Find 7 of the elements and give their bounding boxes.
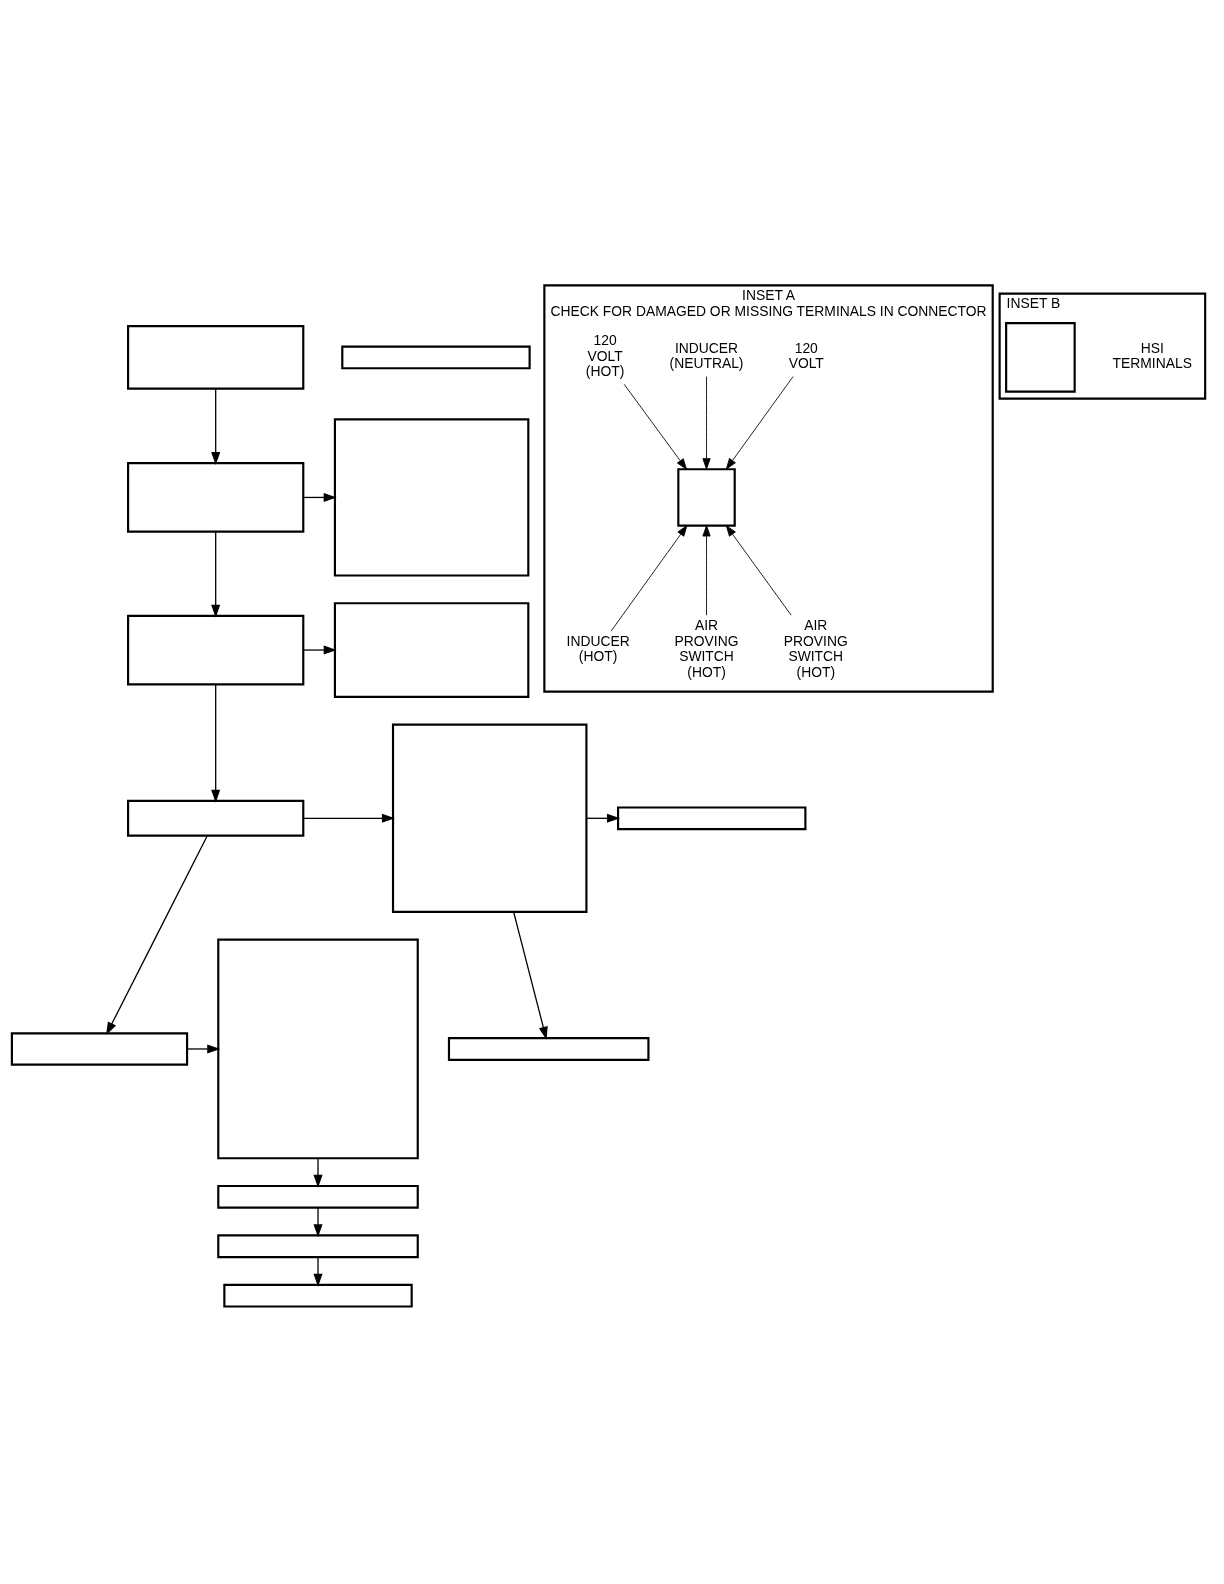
- node-text: INDUCER (HOT): [566, 632, 630, 664]
- node-text: AIR PROVING SWITCH (HOT): [674, 616, 739, 680]
- node-text: 120 VOLT (HOT): [585, 331, 625, 379]
- node-text: INDUCER (NEUTRAL): [669, 339, 744, 371]
- node-text: 120 VOLT: [788, 339, 824, 371]
- node-text: AIR PROVING SWITCH (HOT): [783, 616, 848, 680]
- node-text: HSI TERMINALS: [1112, 339, 1192, 371]
